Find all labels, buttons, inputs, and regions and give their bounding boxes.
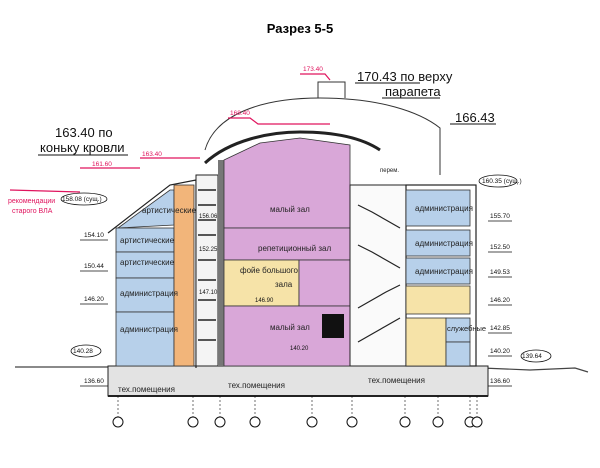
level-right-8: 136.60 [490, 378, 510, 385]
red-recommendation-2: старого ВЛА [12, 208, 53, 215]
label-small-hall-2: малый зал [270, 323, 310, 332]
level-mid-1: 152.25 [199, 247, 218, 253]
room-foyer [223, 259, 300, 307]
level-left-2: 150.44 [84, 263, 104, 270]
red-annotations [9, 73, 331, 193]
level-mid-2: 147.10 [199, 290, 218, 296]
perem-label: перем. [380, 168, 399, 174]
label-tech-2: тех.помещения [228, 381, 285, 390]
level-left-0: 158.08 (сущ.) [62, 196, 102, 203]
label-admin-left-1: администрация [120, 289, 178, 298]
red-mark-4: 161.60 [92, 161, 112, 168]
level-mid-3: 146.90 [255, 298, 274, 304]
room-service [445, 317, 471, 343]
level-right-7: 139.64 [522, 353, 542, 360]
axis-markers [112, 416, 483, 428]
level-left-3: 146.20 [84, 296, 104, 303]
label-service: служебные [447, 324, 486, 333]
level-right-6: 140.20 [490, 348, 510, 355]
room-right-small [445, 341, 471, 367]
red-mark-1: 173.40 [303, 66, 323, 73]
label-small-hall-1: малый зал [270, 205, 310, 214]
level-right-2: 152.50 [490, 244, 510, 251]
level-left-4: 140.28 [73, 348, 93, 355]
label-tech-3: тех.помещения [368, 376, 425, 385]
level-right-0: 160.35 (сущ.) [482, 178, 522, 185]
label-rehearsal: репетиционный зал [258, 244, 331, 253]
red-mark-2: 168.40 [230, 110, 250, 117]
label-admin-right-2: администрация [415, 239, 473, 248]
room-small-hall-1 [223, 137, 351, 229]
red-mark-3: 163.40 [142, 151, 162, 158]
annot-parapet-value: 170.43 по верху [357, 69, 453, 84]
roof-arch [203, 130, 381, 165]
label-artistic-2: артистические [120, 236, 175, 245]
label-foyer-2: зала [275, 280, 293, 289]
annot-roof-value: 163.40 по [55, 125, 113, 140]
room-admin-right-3 [405, 257, 471, 285]
level-left-1: 154.10 [84, 232, 104, 239]
room-foyer-right [298, 259, 351, 307]
label-admin-left-2: администрация [120, 325, 178, 334]
room-admin-left-2 [115, 311, 175, 367]
label-admin-right-3: администрация [415, 267, 473, 276]
room-admin-right-1 [405, 189, 471, 227]
atrium [349, 184, 407, 367]
parapet [317, 81, 346, 98]
level-mid-0: 156.06 [199, 214, 218, 220]
room-right-yellow-1 [405, 285, 471, 315]
label-artistic-1: артистические [142, 206, 197, 215]
red-recommendation-1: рекомендации [8, 198, 55, 205]
label-foyer: фойе большого [240, 266, 298, 275]
room-admin-right-2 [405, 229, 471, 257]
atrium-stairs [357, 204, 401, 343]
black-block [322, 314, 344, 338]
room-right-yellow-2 [405, 317, 447, 367]
level-mid-4: 140.20 [290, 346, 309, 352]
annot-parapet-line2: парапета [385, 84, 441, 99]
annot-roof-line2: коньку кровли [40, 140, 125, 155]
stair-hatching [198, 189, 216, 341]
label-artistic-3: артистические [120, 258, 175, 267]
wall-column [218, 160, 224, 366]
roof-outline [204, 97, 441, 175]
drawing-title: Разрез 5-5 [267, 21, 333, 36]
label-tech-1: тех.помещения [118, 385, 175, 394]
room-artistic-2 [115, 227, 175, 253]
room-orange-column [173, 184, 195, 367]
level-right-5: 142.85 [490, 325, 510, 332]
level-right-3: 149.53 [490, 269, 510, 276]
annot-right-top: 166.43 [455, 110, 495, 125]
label-admin-right-1: администрация [415, 204, 473, 213]
level-right-4: 146.20 [490, 297, 510, 304]
level-left-5: 136.60 [84, 378, 104, 385]
stair-shaft-left [195, 174, 219, 367]
level-right-1: 155.70 [490, 213, 510, 220]
